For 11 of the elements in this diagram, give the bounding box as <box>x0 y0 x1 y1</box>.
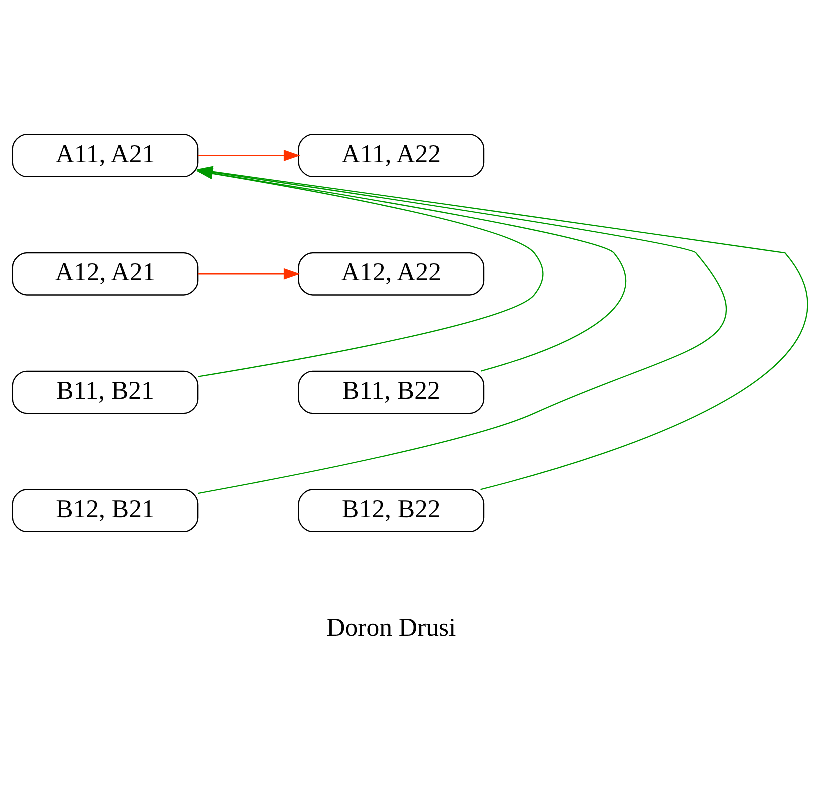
node-box: B11, B21 <box>12 370 199 414</box>
node-box: B12, B22 <box>298 489 485 533</box>
label: Doron Drusi <box>326 612 456 642</box>
node-box: B12, B21 <box>12 489 199 533</box>
node-box: A11, A22 <box>298 134 485 178</box>
node-box: A11, A21 <box>12 134 199 178</box>
node-box: A12, A22 <box>298 252 485 296</box>
node-box: B11, B22 <box>298 370 485 414</box>
arrow <box>198 150 300 162</box>
arrow <box>198 268 300 280</box>
node-box: A12, A21 <box>12 252 199 296</box>
